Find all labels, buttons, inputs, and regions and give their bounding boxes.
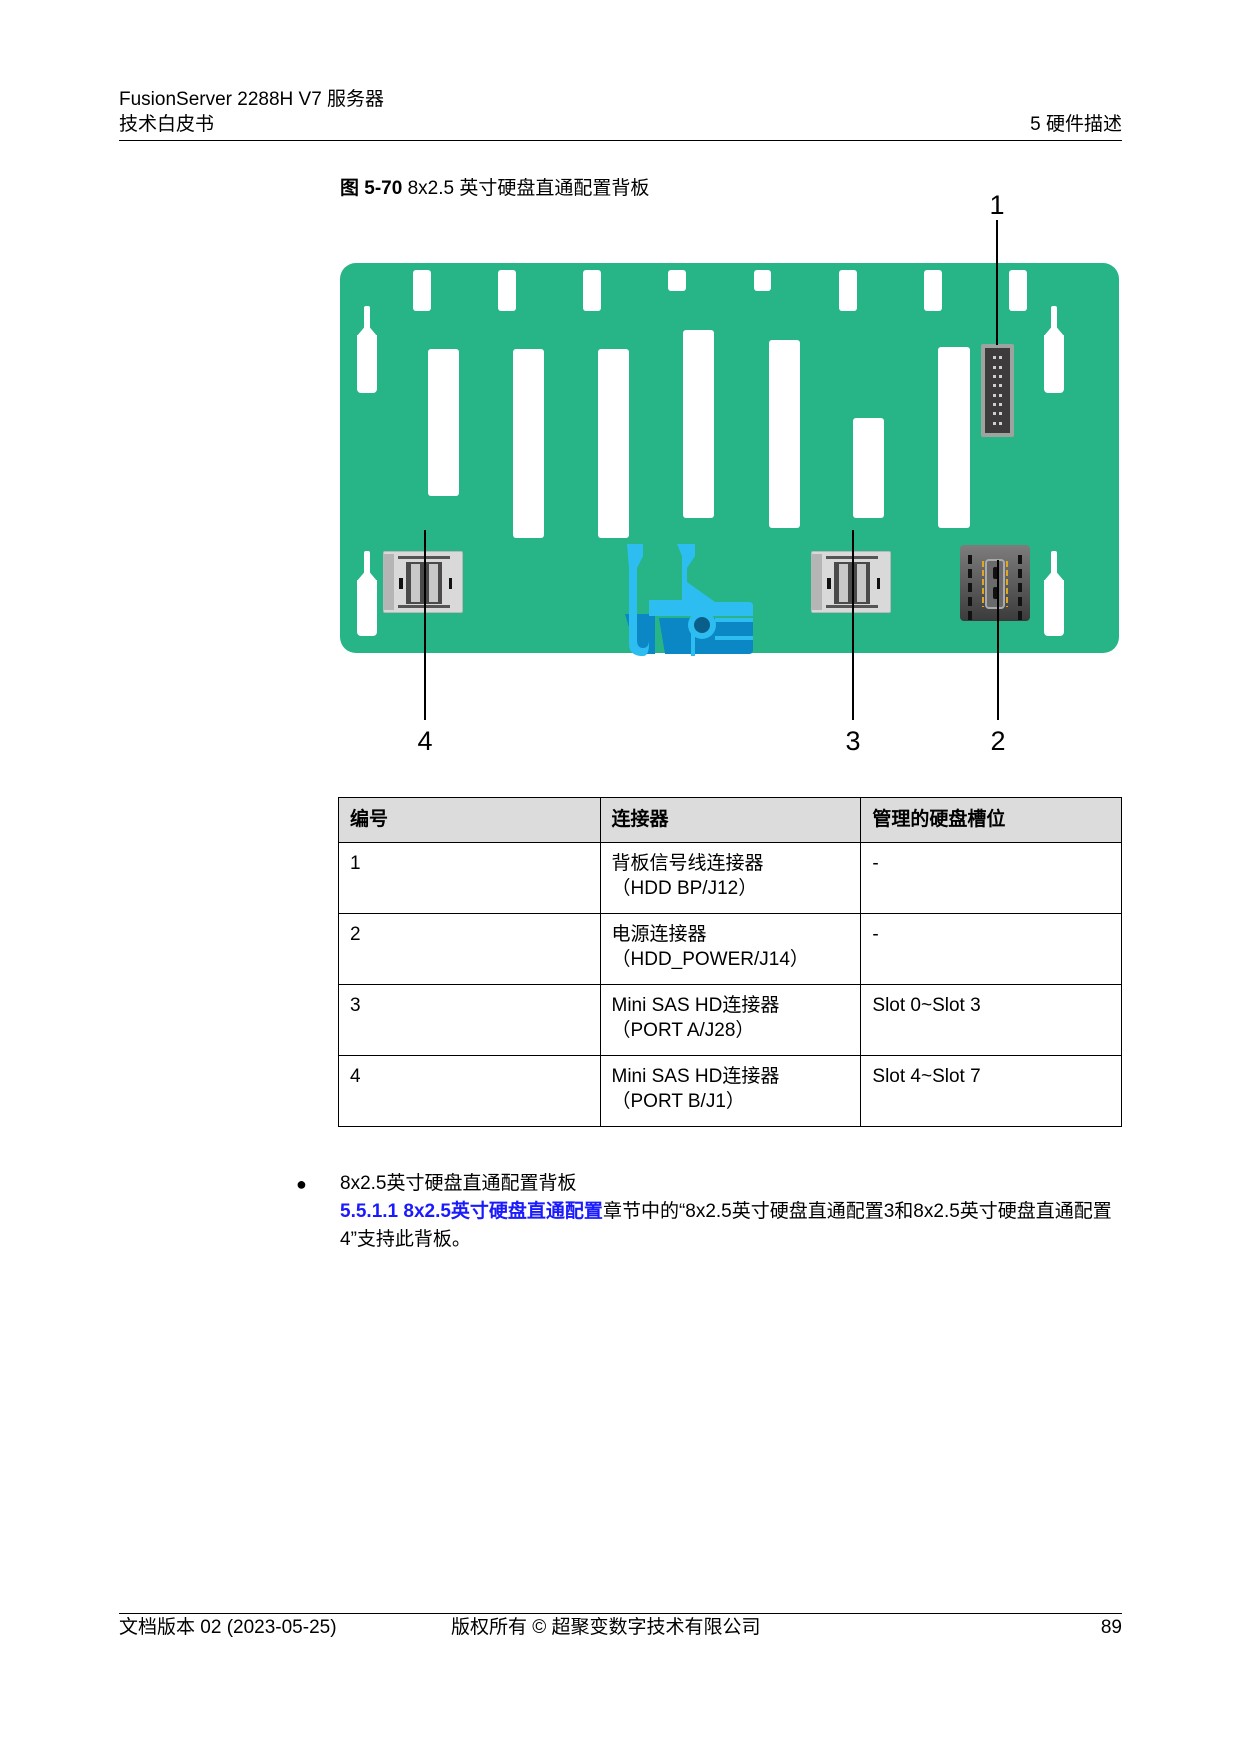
top-slot-1 [413, 270, 431, 311]
cell-slots: - [860, 842, 1122, 914]
cell-slots: Slot 4~Slot 7 [860, 1055, 1122, 1127]
footer-page-number: 89 [1100, 1617, 1122, 1638]
header-chapter: 5 硬件描述 [1030, 114, 1122, 135]
leader-line-4 [424, 530, 426, 720]
cell-connector: 背板信号线连接器 （HDD BP/J12） [599, 842, 862, 914]
column-header-connector: 连接器 [599, 797, 862, 843]
leader-line-2 [997, 560, 999, 720]
cell-connector: Mini SAS HD连接器 （PORT B/J1） [599, 1055, 862, 1127]
header-divider [119, 140, 1122, 141]
table-row: 4 Mini SAS HD连接器 （PORT B/J1） Slot 4~Slot … [338, 1055, 1122, 1127]
callout-4: 4 [417, 726, 433, 756]
tall-slot-2 [513, 349, 544, 538]
connector-id: （HDD BP/J12） [611, 878, 758, 899]
cell-connector: 电源连接器 （HDD_POWER/J14） [599, 913, 862, 985]
connector-2-hdd-power-j14 [960, 545, 1030, 621]
top-slot-8 [1009, 270, 1027, 311]
column-header-managed-slots: 管理的硬盘槽位 [860, 797, 1122, 843]
connector-1-hdd-bp-j12 [981, 344, 1014, 437]
tall-slot-7 [938, 347, 970, 528]
mount-hole-top-right [1044, 306, 1064, 393]
backplane-board [340, 263, 1119, 653]
header-doc-type: 技术白皮书 [119, 114, 215, 135]
connector-id: （HDD_POWER/J14） [611, 949, 809, 970]
cell-number: 3 [338, 984, 601, 1056]
top-slot-2 [498, 270, 516, 311]
mount-hole-bottom-left [357, 551, 377, 636]
figure-caption: 图 5-70 8x2.5 英寸硬盘直通配置背板 [340, 177, 649, 201]
tall-slot-3 [598, 349, 629, 538]
figure-label: 图 5-70 [340, 178, 403, 199]
column-header-number: 编号 [338, 797, 601, 843]
callout-1: 1 [989, 190, 1005, 220]
backplane-figure: 1 2 3 4 [340, 190, 1122, 756]
table-row: 1 背板信号线连接器 （HDD BP/J12） - [338, 842, 1122, 914]
footer-divider [119, 1613, 1122, 1614]
cell-connector: Mini SAS HD连接器 （PORT A/J28） [599, 984, 862, 1056]
figure-title: 8x2.5 英寸硬盘直通配置背板 [407, 178, 650, 199]
mount-hole-bottom-right [1044, 551, 1064, 636]
top-slot-7 [924, 270, 942, 311]
table-row: 2 电源连接器 （HDD_POWER/J14） - [338, 913, 1122, 985]
top-slot-6 [839, 270, 857, 311]
callout-3: 3 [845, 726, 861, 756]
header-product-name: FusionServer 2288H V7 服务器 [119, 89, 385, 110]
leader-line-3 [852, 530, 854, 720]
footer-copyright: 版权所有 © 超聚变数字技术有限公司 [451, 1617, 761, 1638]
bullet-title: 8x2.5英寸硬盘直通配置背板 [340, 1173, 577, 1194]
connector-name: 电源连接器 [611, 924, 707, 945]
footer-doc-version: 文档版本 02 (2023-05-25) [119, 1617, 337, 1638]
top-slot-5 [754, 270, 771, 291]
callout-2: 2 [990, 726, 1006, 756]
connector-name: Mini SAS HD连接器 [611, 1066, 780, 1087]
cell-number: 4 [338, 1055, 601, 1127]
cell-slots: - [860, 913, 1122, 985]
top-slot-3 [583, 270, 601, 311]
table-row: 3 Mini SAS HD连接器 （PORT A/J28） Slot 0~Slot… [338, 984, 1122, 1056]
tall-slot-1 [428, 349, 459, 496]
paragraph-text: 章节中的“8x2.5英寸硬盘直通配置3和8x2.5英寸硬盘直通配置4”支持此背板… [340, 1201, 1112, 1250]
connector-3-port-a-j28 [811, 551, 891, 613]
connector-id: （PORT B/J1） [611, 1091, 745, 1112]
connector-4-port-b-j1 [383, 551, 463, 613]
release-clip-icon [625, 544, 753, 656]
tall-slot-5 [769, 340, 800, 528]
leader-line-1 [996, 220, 998, 345]
connector-table: 编号 连接器 管理的硬盘槽位 1 背板信号线连接器（HDD BP/J12） - … [338, 797, 1122, 1127]
cell-slots: Slot 0~Slot 3 [860, 984, 1122, 1056]
connector-id: （PORT A/J28） [611, 1020, 755, 1041]
cell-number: 1 [338, 842, 601, 914]
tall-slot-4 [683, 330, 714, 518]
cell-number: 2 [338, 913, 601, 985]
connector-name: Mini SAS HD连接器 [611, 995, 780, 1016]
tall-slot-6 [853, 418, 884, 518]
table-header-row: 编号 连接器 管理的硬盘槽位 [338, 797, 1122, 843]
bullet-paragraph: 5.5.1.1 8x2.5英寸硬盘直通配置章节中的“8x2.5英寸硬盘直通配置3… [340, 1198, 1130, 1254]
section-link[interactable]: 5.5.1.1 8x2.5英寸硬盘直通配置 [340, 1201, 603, 1222]
connector-name: 背板信号线连接器 [611, 853, 764, 874]
mount-hole-top-left [357, 306, 377, 393]
bullet-icon: ● [296, 1174, 307, 1194]
top-slot-4 [668, 270, 686, 291]
